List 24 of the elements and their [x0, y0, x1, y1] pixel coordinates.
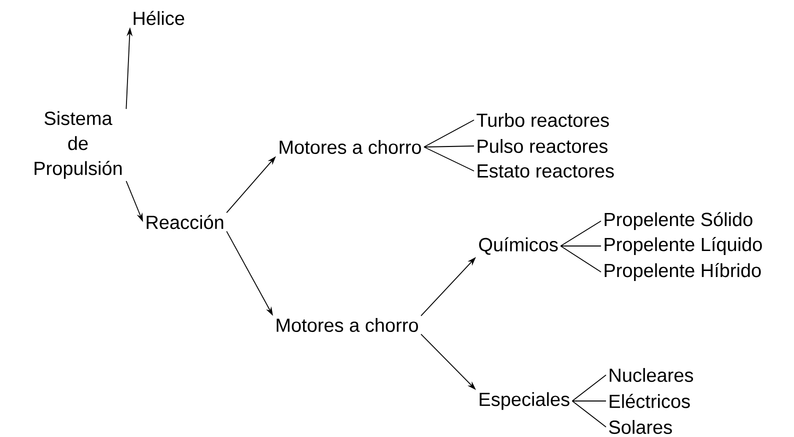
text-label: Motores a chorro — [280, 140, 421, 154]
text-label: Eléctricos — [610, 394, 690, 408]
connector-line — [424, 120, 474, 148]
connector-line — [572, 400, 606, 428]
text-label: Pulso reactores — [478, 139, 608, 153]
text-label: Propelente Sólido — [604, 212, 752, 230]
connector-line — [424, 146, 474, 172]
text-label: Motores a chorro — [276, 318, 418, 332]
text-label: Turbo reactores — [476, 113, 609, 127]
text-label: Sistema de Propulsión — [34, 111, 122, 179]
text-label: Solares — [609, 420, 672, 434]
text-label: Reacción — [146, 214, 224, 230]
text-label: Hélice — [134, 10, 184, 26]
text-label: Especiales — [480, 392, 570, 410]
text-label: Nucleares — [610, 368, 694, 382]
text-label: Propelente Líquido — [604, 237, 762, 255]
connector-line — [572, 400, 606, 402]
connector-line — [572, 374, 606, 402]
connector-line — [560, 246, 602, 272]
text-label: Químicos — [479, 237, 558, 255]
text-label: Estato reactores — [478, 164, 614, 178]
connector-line — [560, 220, 602, 246]
connector-line — [424, 146, 474, 148]
text-label: Propelente Híbrido — [604, 263, 761, 281]
